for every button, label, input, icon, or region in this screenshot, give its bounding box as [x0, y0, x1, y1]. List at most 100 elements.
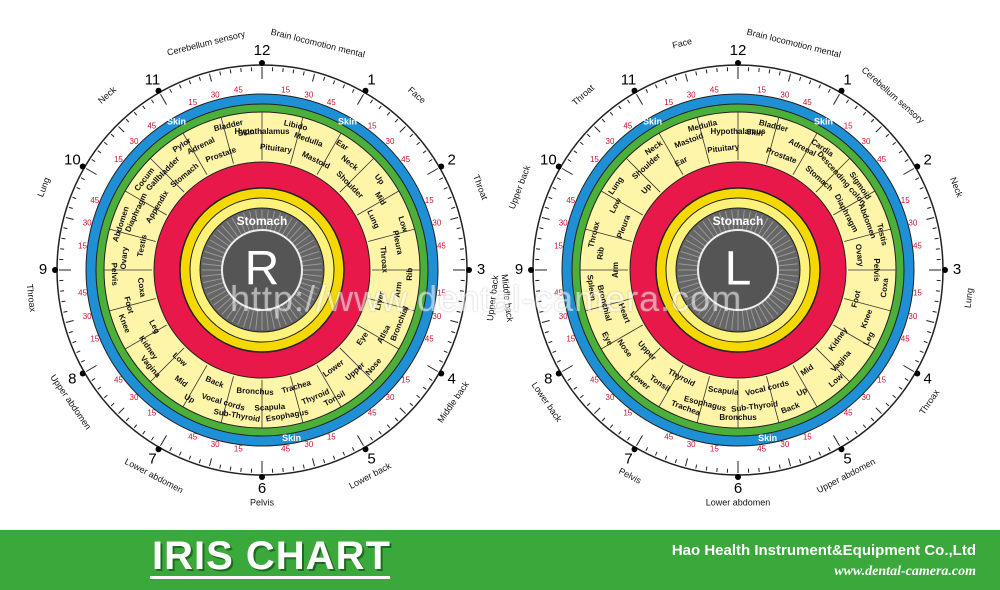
- clock-marker: [838, 446, 845, 453]
- tick-mark: [386, 424, 391, 429]
- pupil-spoke: [221, 225, 236, 241]
- clock-marker: [838, 87, 845, 94]
- minute-label: 30: [432, 312, 441, 321]
- tick-mark: [208, 458, 213, 467]
- tick-mark: [198, 459, 201, 464]
- pupil-spoke: [753, 306, 763, 326]
- zone-label: Scapula: [708, 384, 740, 397]
- body-region-label: Upper back: [485, 274, 501, 321]
- clock-marker: [631, 446, 638, 453]
- body-region-label: Upper back: [507, 163, 533, 210]
- tick-mark: [61, 300, 66, 303]
- tick-mark: [80, 359, 85, 363]
- tick-mark: [394, 417, 399, 422]
- clock-marker: [466, 267, 472, 273]
- pupil-spoke: [772, 239, 791, 251]
- pupil-spoke: [269, 309, 275, 329]
- zone-divider: [339, 157, 375, 193]
- body-region-label: Throax: [917, 387, 941, 416]
- tick-mark: [63, 227, 68, 230]
- zone-divider: [625, 157, 661, 193]
- zone-divider: [766, 376, 780, 423]
- pupil-spoke: [689, 234, 706, 247]
- tick-mark: [332, 455, 336, 460]
- skin-label: Skin: [167, 116, 186, 126]
- tick-mark: [875, 407, 882, 414]
- zone-divider: [368, 298, 415, 312]
- clock-number: 12: [254, 42, 271, 59]
- pupil-spoke: [237, 214, 247, 234]
- tick-mark: [934, 300, 939, 303]
- pupil-spoke: [269, 211, 275, 231]
- minute-label: 30: [862, 393, 871, 402]
- pupil-spoke: [749, 307, 758, 328]
- body-region-label: Lung: [35, 176, 51, 198]
- tick-mark: [833, 93, 840, 105]
- tick-mark: [579, 394, 584, 399]
- tick-mark: [357, 435, 364, 447]
- pupil-spoke: [777, 277, 797, 283]
- zone-divider: [815, 157, 851, 193]
- tick-mark: [458, 300, 463, 303]
- tick-mark: [926, 216, 935, 221]
- tick-mark: [125, 417, 130, 422]
- zone-divider: [124, 190, 167, 216]
- zone-divider: [792, 132, 818, 175]
- minute-label: 15: [281, 86, 290, 95]
- pupil-spoke: [277, 306, 287, 326]
- tick-mark: [573, 386, 578, 390]
- tick-mark: [342, 84, 346, 89]
- tick-mark: [627, 436, 631, 441]
- iris-letter: L: [725, 243, 752, 296]
- company-url[interactable]: www.dental-camera.com: [834, 564, 976, 579]
- minute-label: 30: [386, 137, 395, 146]
- tick-mark: [292, 466, 295, 471]
- tick-mark: [72, 196, 77, 200]
- pupil-spoke: [255, 309, 259, 330]
- tick-mark: [556, 359, 561, 363]
- minute-label: 15: [401, 375, 410, 384]
- tick-mark: [799, 459, 802, 464]
- tick-mark: [302, 464, 305, 469]
- pupil-spoke: [764, 299, 779, 315]
- tick-mark: [110, 133, 115, 138]
- zone-divider: [220, 376, 234, 423]
- pupil-spoke: [679, 277, 699, 283]
- tick-mark: [160, 435, 167, 447]
- minute-label: 30: [687, 440, 696, 449]
- tick-mark: [904, 159, 909, 163]
- tick-mark: [439, 359, 444, 363]
- pupil-spoke: [288, 225, 303, 241]
- tick-mark: [91, 159, 96, 163]
- pupil-spoke: [774, 245, 794, 255]
- tick-mark: [627, 99, 631, 104]
- tick-mark: [664, 455, 668, 460]
- zone-divider: [696, 117, 710, 164]
- tick-mark: [369, 436, 373, 441]
- tick-mark: [923, 340, 928, 344]
- zone-divider: [182, 365, 208, 408]
- pupil-spoke: [202, 263, 223, 267]
- tick-mark: [539, 227, 544, 230]
- minute-label: 45: [590, 375, 599, 384]
- zone-label: Skin: [237, 127, 255, 138]
- tick-mark: [618, 430, 622, 435]
- tick-mark: [357, 93, 364, 105]
- zone-label: Up: [795, 385, 809, 398]
- pupil-spoke: [767, 229, 783, 244]
- pupil-spoke: [757, 304, 769, 323]
- tick-mark: [142, 105, 146, 110]
- clock-number: 7: [148, 451, 156, 468]
- zone-label: Skin: [746, 127, 764, 138]
- minute-label: 15: [757, 86, 766, 95]
- pupil-spoke: [294, 293, 311, 306]
- zone-label: Bronchus: [236, 386, 274, 397]
- company-name: Hao Health Instrument&Equipment Co.,Ltd: [671, 542, 976, 559]
- minute-label: 15: [425, 196, 434, 205]
- minute-label: 45: [913, 241, 922, 250]
- pupil-spoke: [777, 273, 798, 277]
- minute-label: 15: [90, 334, 99, 343]
- tick-mark: [378, 430, 382, 435]
- pupil-spoke: [204, 250, 225, 259]
- minute-label: 45: [188, 432, 197, 441]
